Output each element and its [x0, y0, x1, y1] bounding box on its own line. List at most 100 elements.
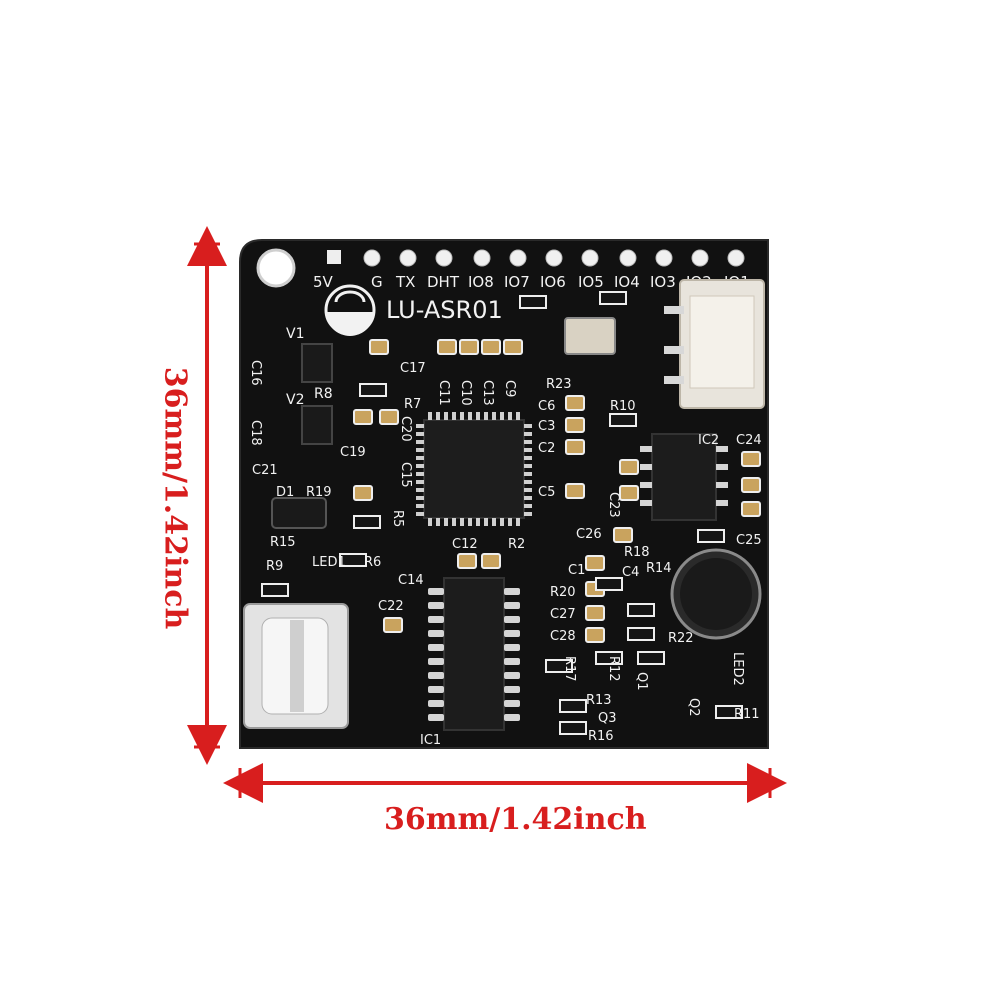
board-logo: [324, 284, 376, 336]
label-r18: R18: [624, 545, 650, 560]
mcu-pin: [416, 440, 424, 444]
usb-c-connector: [243, 603, 349, 729]
mcu-pin: [416, 472, 424, 476]
label-c4: C4: [622, 565, 639, 580]
mcu-pin: [436, 412, 440, 420]
mcu-pin: [524, 504, 532, 508]
label-r15: R15: [270, 535, 296, 550]
mcu-chip: [416, 412, 532, 526]
capacitor: [565, 439, 585, 455]
crystal-oscillator: [564, 317, 616, 355]
capacitor: [353, 485, 373, 501]
mcu-pin: [516, 412, 520, 420]
mcu-pin: [416, 496, 424, 500]
mcu-pin: [524, 432, 532, 436]
pin-label-io3: IO3: [650, 273, 676, 291]
label-led2: LED2: [730, 652, 745, 686]
jst-connector: [664, 279, 765, 409]
ic2-pin: [716, 482, 728, 488]
label-c24: C24: [736, 433, 762, 448]
resistor: [595, 651, 623, 665]
label-c16: C16: [248, 360, 263, 386]
mcu-pin: [524, 512, 532, 516]
label-c1: C1: [568, 563, 585, 578]
resistor: [261, 583, 289, 597]
capacitor: [481, 553, 501, 569]
label-c19: C19: [340, 445, 366, 460]
mcu-pin: [476, 412, 480, 420]
resistor: [637, 651, 665, 665]
pin-label-g: G: [371, 273, 383, 291]
capacitor: [565, 417, 585, 433]
label-r6: R6: [364, 555, 381, 570]
label-r8: R8: [314, 386, 333, 402]
capacitor: [619, 485, 639, 501]
label-r19: R19: [306, 485, 332, 500]
board-name: LU-ASR01: [386, 296, 503, 324]
capacitor: [741, 451, 761, 467]
capacitor: [565, 395, 585, 411]
capacitor: [585, 605, 605, 621]
mcu-pin: [524, 488, 532, 492]
diode-d1: [271, 497, 327, 529]
pin-label-io4: IO4: [614, 273, 640, 291]
ic1-pin: [504, 686, 520, 693]
label-c10: C10: [458, 380, 473, 406]
height-dimension-label: 36mm/1.42inch: [157, 366, 193, 630]
label-c9: C9: [502, 380, 517, 397]
label-r20: R20: [550, 585, 576, 600]
capacitor: [481, 339, 501, 355]
label-r7: R7: [404, 397, 421, 412]
pin-label-io8: IO8: [468, 273, 494, 291]
label-q3: Q3: [598, 711, 617, 726]
resistor: [697, 529, 725, 543]
mcu-pin: [492, 518, 496, 526]
label-r16: R16: [588, 729, 614, 744]
ic1-pin: [504, 714, 520, 721]
mcu-pin: [524, 448, 532, 452]
resistor: [339, 553, 367, 567]
ic1-chip: [428, 577, 520, 731]
mcu-pin: [524, 440, 532, 444]
mcu-pin: [416, 424, 424, 428]
ic1-pin: [504, 616, 520, 623]
ic1-pin: [428, 672, 444, 679]
mcu-pin: [460, 518, 464, 526]
mcu-pin: [524, 424, 532, 428]
header-pad: [473, 249, 491, 267]
header-pad: [435, 249, 453, 267]
label-r17: R17: [562, 656, 577, 682]
ic1-pin: [504, 602, 520, 609]
label-r22: R22: [668, 631, 694, 646]
label-ic1: IC1: [420, 733, 441, 748]
ic2-pin: [640, 464, 652, 470]
mcu-pin: [508, 412, 512, 420]
ic1-pin: [428, 616, 444, 623]
label-c21: C21: [252, 463, 278, 478]
capacitor: [565, 483, 585, 499]
ic1-pin: [428, 588, 444, 595]
resistor: [627, 603, 655, 617]
label-q2: Q2: [686, 698, 701, 717]
label-c26: C26: [576, 527, 602, 542]
resistor: [609, 413, 637, 427]
pin-label-tx: TX: [395, 273, 415, 291]
ic1-pin: [504, 588, 520, 595]
mcu-pin: [416, 488, 424, 492]
ic1-pin: [504, 658, 520, 665]
pin-label-dht: DHT: [427, 273, 460, 291]
ic1-pin: [428, 700, 444, 707]
label-c23: C23: [606, 492, 621, 518]
ic2-pin: [716, 500, 728, 506]
mcu-pin: [524, 496, 532, 500]
label-c6: C6: [538, 399, 555, 414]
label-c28: C28: [550, 629, 576, 644]
mcu-pin: [468, 412, 472, 420]
capacitor: [457, 553, 477, 569]
ic1-pin: [428, 630, 444, 637]
label-r11: R11: [734, 707, 760, 722]
header-pad: [581, 249, 599, 267]
ic1-pin: [428, 602, 444, 609]
label-c13: C13: [480, 380, 495, 406]
